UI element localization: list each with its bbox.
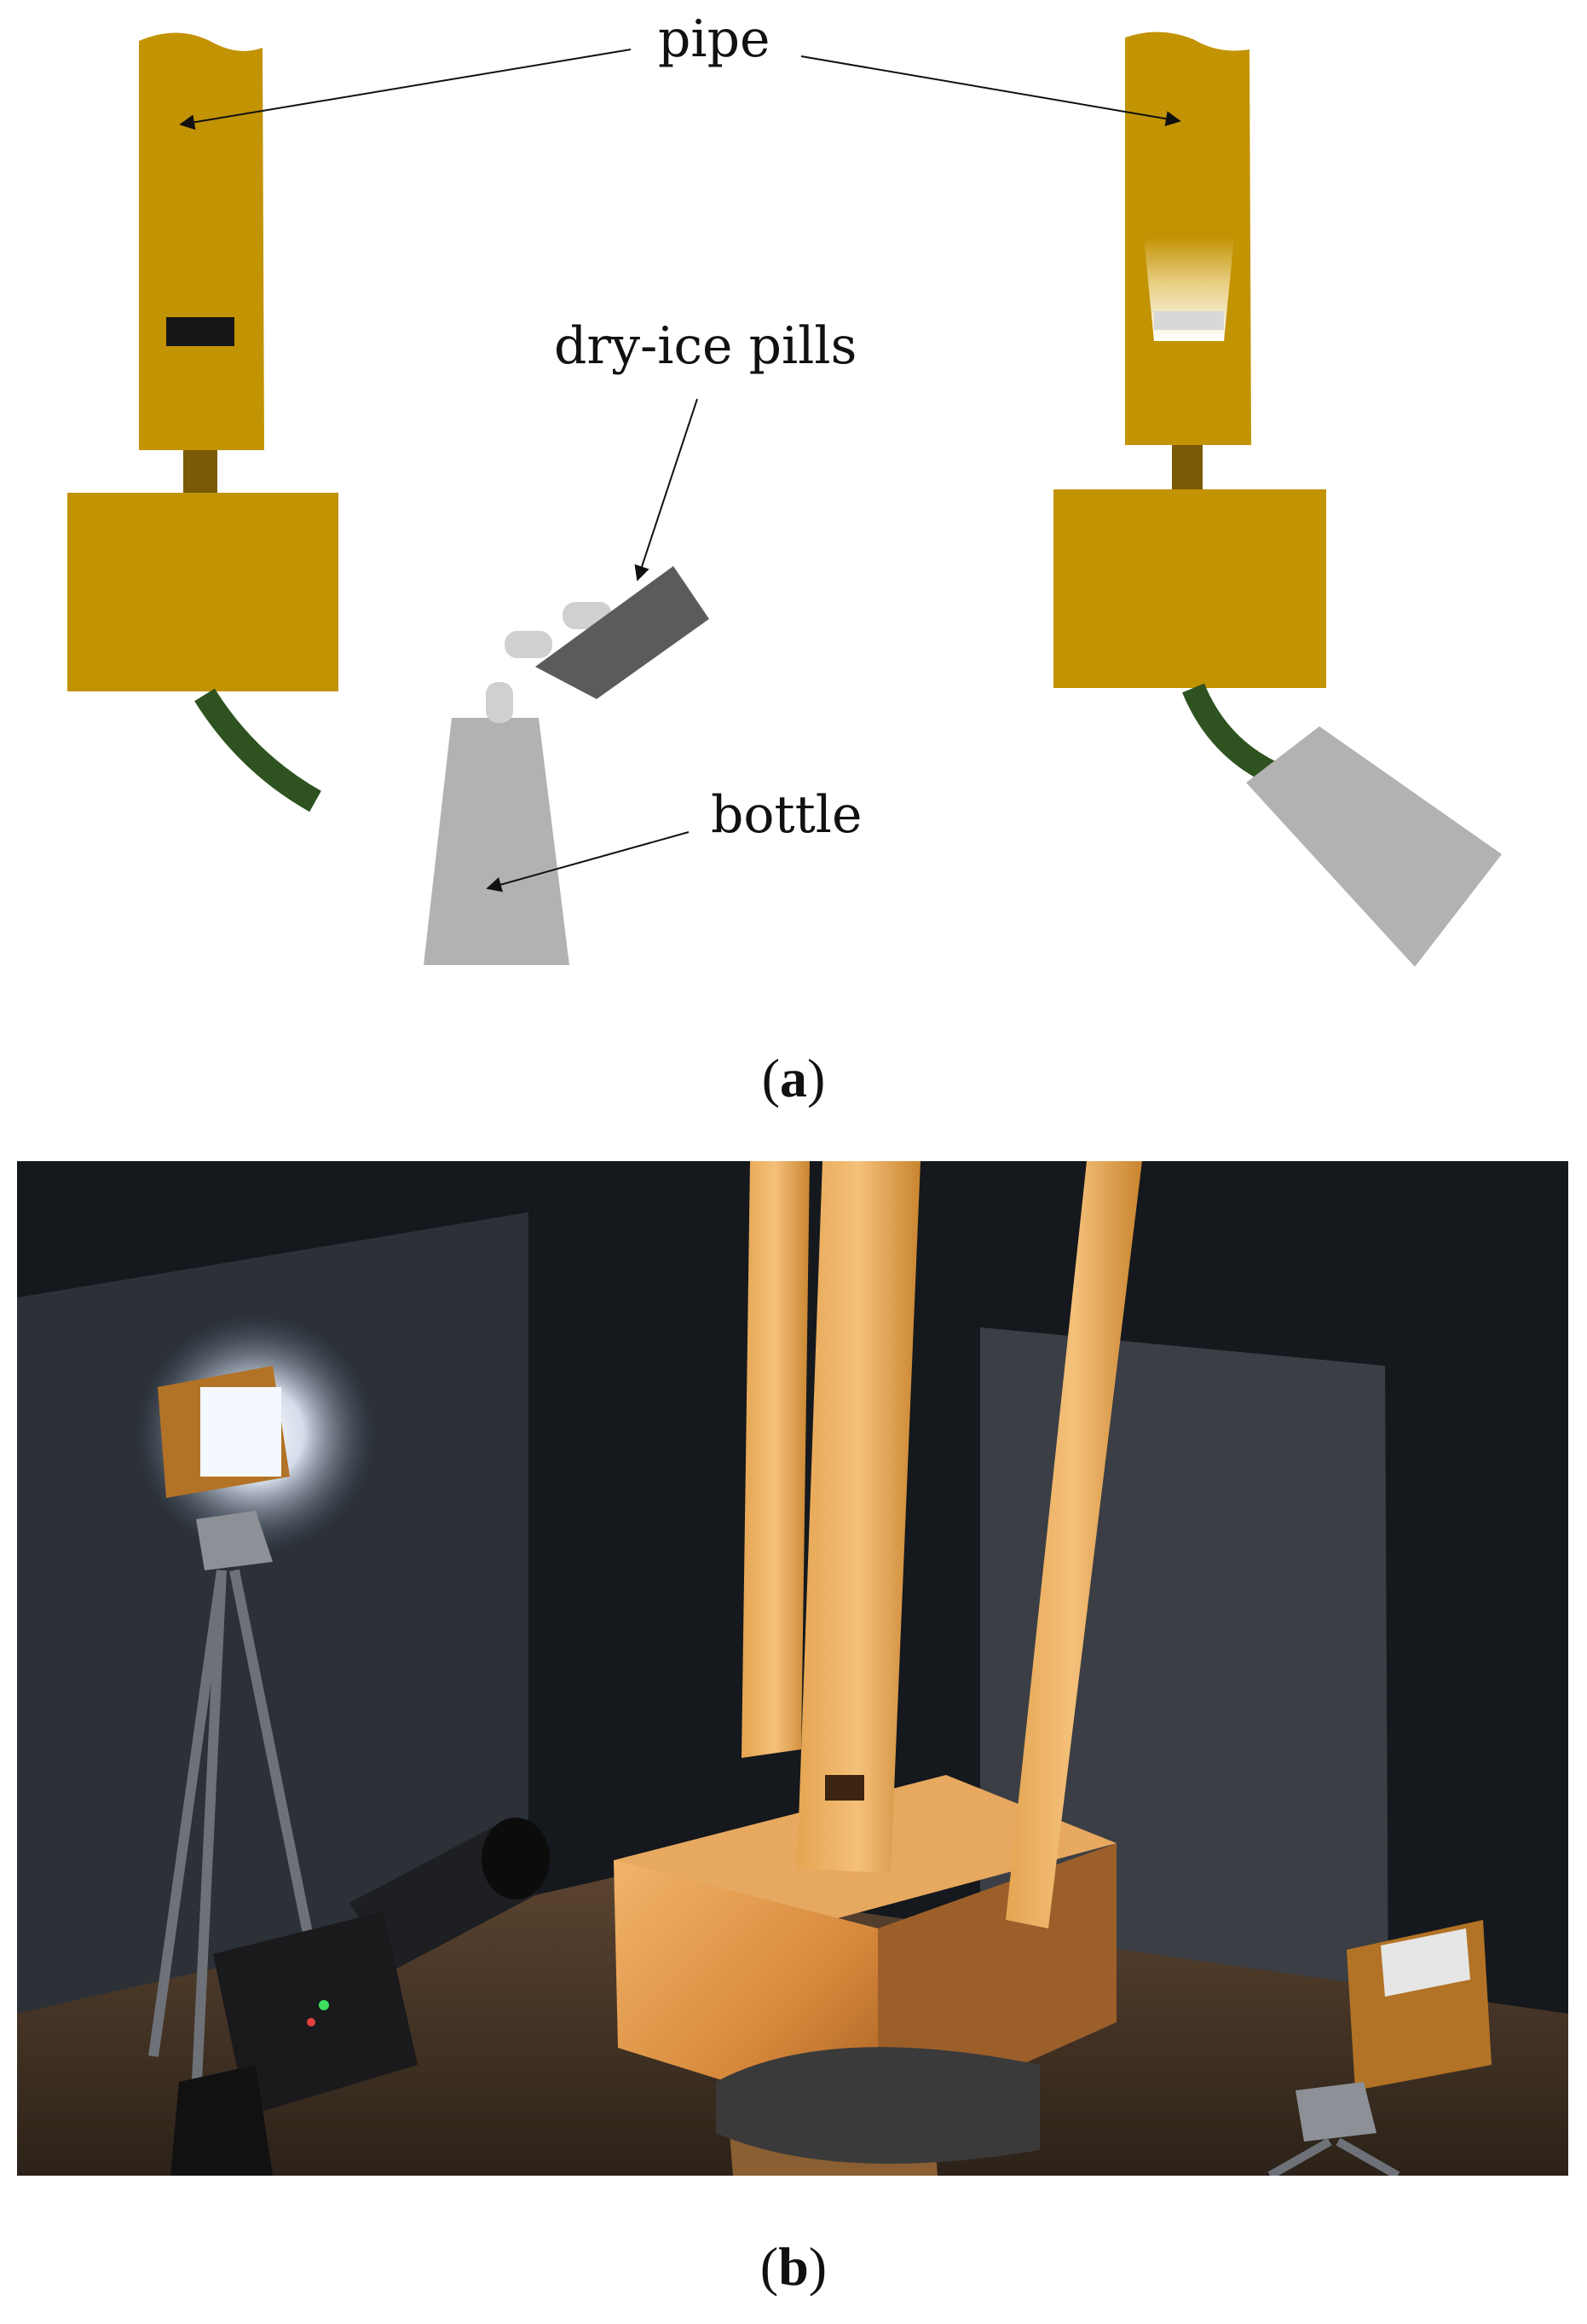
right-apparatus xyxy=(1053,32,1502,967)
left-apparatus xyxy=(67,32,338,812)
schematic-panel-a: pipe dry-ice pills bottle xyxy=(67,9,1502,967)
left-light-tripod xyxy=(136,1315,375,2100)
camera-grip xyxy=(170,2065,273,2176)
right-light-tripod xyxy=(1267,1920,1492,2176)
wooden-rig xyxy=(614,1161,1142,2176)
caption-b-letter: b xyxy=(778,2236,809,2297)
left-pipe-slot xyxy=(166,317,234,346)
caption-a-open: ( xyxy=(761,1048,780,1108)
camera-body xyxy=(213,1911,418,2116)
right-hose xyxy=(1182,683,1284,787)
center-bottle xyxy=(424,718,569,965)
left-base-box xyxy=(67,493,338,691)
caption-a-close: ) xyxy=(807,1048,826,1108)
caption-b-close: ) xyxy=(808,2236,828,2297)
round-base xyxy=(716,2047,1040,2164)
right-bottle-tilted xyxy=(1246,726,1502,967)
photo-panel-b xyxy=(17,1161,1568,2176)
label-pipe: pipe xyxy=(658,9,770,69)
left-stem xyxy=(183,450,217,493)
pipe-arrow-left xyxy=(179,49,632,130)
dry-ice-pill xyxy=(505,631,552,658)
pills-arrow xyxy=(634,398,698,581)
right-stem xyxy=(1172,445,1203,489)
rig-center-post xyxy=(797,1161,920,1873)
left-pipe xyxy=(139,32,264,450)
rig-right-post xyxy=(1006,1161,1142,1928)
left-hose xyxy=(194,688,321,812)
label-bottle: bottle xyxy=(711,785,862,845)
annotation-arrows xyxy=(179,49,1181,893)
high-speed-camera xyxy=(170,1818,550,2176)
bottle-arrow xyxy=(486,831,690,893)
rig-pipe-slot xyxy=(825,1775,864,1801)
right-base-box xyxy=(1053,489,1326,688)
tripod-head xyxy=(196,1511,273,1570)
label-dry-ice-pills: dry-ice pills xyxy=(554,316,857,376)
caption-b: (b) xyxy=(0,2235,1587,2298)
center-assembly xyxy=(424,566,709,965)
pipe-arrow-right xyxy=(800,55,1181,127)
pill-holder xyxy=(535,566,709,699)
right-light-panel xyxy=(1381,1928,1470,1997)
left-light-panel xyxy=(200,1387,281,1477)
dry-ice-pill xyxy=(486,682,513,723)
right-pipe-window-band xyxy=(1154,311,1224,330)
caption-a-letter: a xyxy=(780,1048,807,1108)
right-tripod-head xyxy=(1296,2082,1376,2142)
caption-b-open: ( xyxy=(759,2236,779,2297)
rig-left-post xyxy=(742,1161,810,1758)
caption-a: (a) xyxy=(0,1047,1587,1110)
